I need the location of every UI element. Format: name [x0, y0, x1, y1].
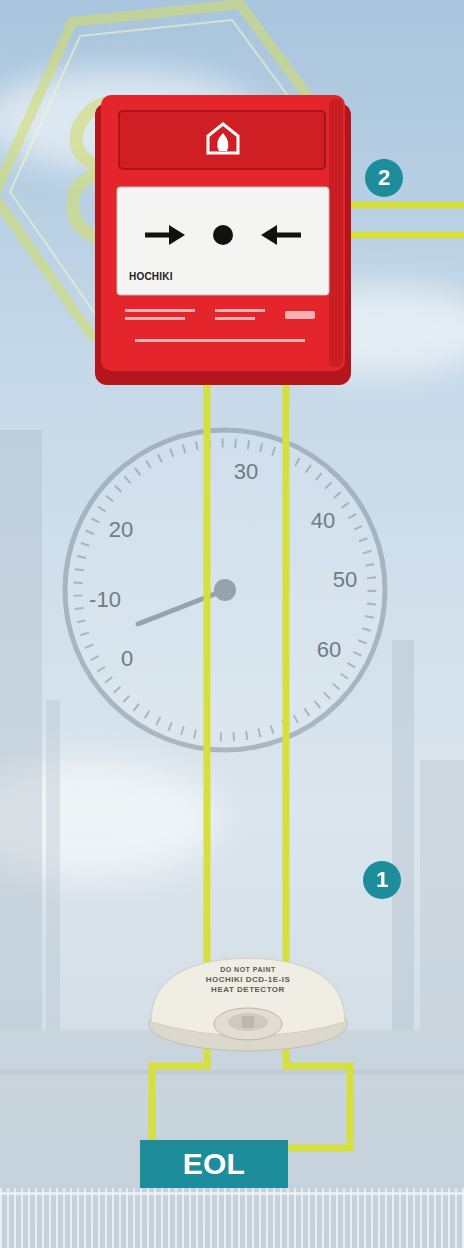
gauge-rim: [65, 430, 385, 750]
gauge-hub: [214, 579, 236, 601]
eol-box: EOL: [140, 1140, 288, 1188]
fine-print-mark: [125, 317, 185, 320]
pipe: [392, 640, 414, 1040]
pipe: [46, 700, 60, 1030]
callout-number: 1: [363, 861, 401, 899]
loop-wire: [283, 383, 290, 972]
manual-call-point: HOCHIKI: [95, 95, 353, 385]
callout-number: 2: [365, 159, 403, 197]
loop-wire: [286, 1048, 350, 1148]
fine-print-mark: [285, 311, 315, 319]
arrow-shaft: [145, 233, 173, 238]
warning-text: DO NOT PAINT: [220, 966, 276, 975]
gauge-scale-number: 20: [109, 519, 133, 541]
arrow-shaft: [273, 233, 301, 238]
gauge-scale-number: 40: [311, 510, 335, 532]
fine-print-mark: [125, 309, 195, 312]
sensor-guard: [214, 1008, 282, 1040]
fence: [0, 1188, 464, 1248]
ex-hexagon: [0, 4, 340, 336]
call-point-window: [119, 111, 325, 169]
gauge-scale-number: 0: [121, 648, 133, 670]
eol-label: EOL: [183, 1145, 245, 1183]
industrial-plant: [0, 430, 464, 1248]
gauge-scale-number: 60: [317, 639, 341, 661]
house-icon: [208, 124, 238, 153]
model-name: HOCHIKI DCD-1E-IS: [206, 975, 291, 985]
flame-icon: [217, 133, 228, 151]
loop-wire: [152, 1048, 207, 1140]
building-line: [0, 1070, 464, 1074]
brand-name: HOCHIKI: [129, 271, 173, 284]
device-type: HEAT DETECTOR: [211, 985, 285, 995]
fine-print-mark: [135, 339, 305, 342]
break-glass-panel: [117, 187, 329, 295]
sensor: [228, 1013, 268, 1031]
loop-wire: [204, 383, 211, 972]
arrow-head: [169, 225, 185, 245]
fine-print-mark: [215, 309, 265, 312]
tank: [420, 760, 464, 1040]
pressure-gauge: [65, 430, 385, 750]
heat-detector-illustration: [148, 950, 348, 1052]
gauge-scale-number: 30: [234, 461, 258, 483]
fine-print-mark: [215, 317, 255, 320]
call-point-side: [329, 99, 343, 367]
press-dot: [213, 225, 233, 245]
sensor-core: [242, 1016, 254, 1028]
heat-detector: DO NOT PAINTHOCHIKI DCD-1E-ISHEAT DETECT…: [148, 950, 348, 1052]
gauge-scale-number: -10: [89, 589, 121, 611]
gauge-scale-number: 50: [333, 569, 357, 591]
manual-call-point-illustration: [95, 95, 353, 385]
ex-symbol-watermark: [0, 4, 340, 336]
building: [0, 1030, 464, 1248]
tower: [0, 430, 42, 1030]
gauge-needle: [138, 590, 225, 624]
detector-dome: [151, 958, 345, 1036]
fence-rail: [0, 1192, 464, 1195]
arrow-head: [261, 225, 277, 245]
call-point-front: [101, 95, 345, 371]
gauge-ticks: [78, 443, 372, 737]
